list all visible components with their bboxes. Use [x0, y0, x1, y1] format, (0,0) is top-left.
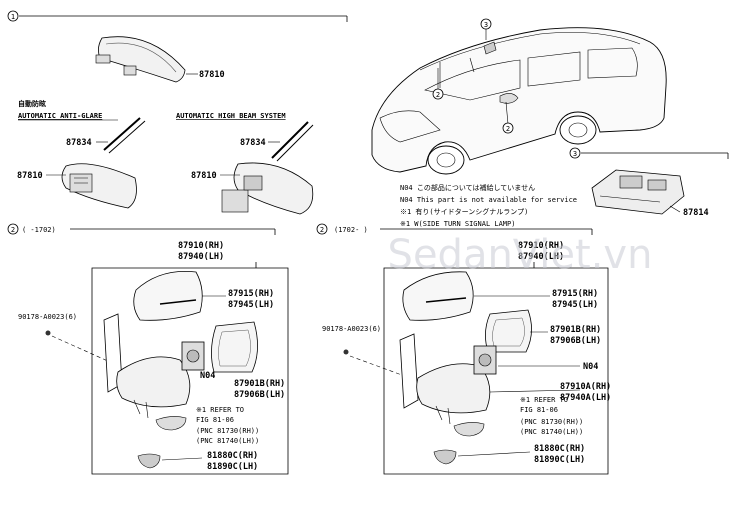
cover-lh: 87945(LH) — [228, 300, 274, 310]
n04-label: N04 — [200, 371, 215, 381]
callout-circle-3 — [480, 18, 492, 30]
assembly-box — [383, 262, 609, 475]
mirror-base-illustration — [399, 333, 419, 409]
mirror-plain-illustration — [95, 36, 186, 83]
assembly-rh: 87910(RH) — [178, 241, 224, 251]
callout-circle-2 — [502, 122, 514, 134]
screw-part: 90178-A0023(6) — [322, 325, 381, 333]
assembly-box — [91, 262, 289, 475]
pnc-rh: (PNC 81730(RH)) — [196, 427, 259, 435]
refer-fig: FIG 81-06 — [520, 406, 558, 414]
pnc-rh: (PNC 81730(RH)) — [520, 418, 583, 426]
mirror-glass-illustration — [485, 309, 532, 353]
callout-2: 2 — [506, 125, 510, 133]
refer-fig: FIG 81-06 — [196, 416, 234, 424]
callout-3: 3 — [484, 21, 488, 29]
watermark: SedanViet.vn — [388, 232, 653, 278]
wire-harness-a-illustration — [103, 117, 146, 154]
screw-icon — [45, 330, 51, 336]
callout-circle-1 — [7, 10, 19, 22]
section-3-sensor: 3 87814 — [569, 147, 729, 218]
mirror-cover-illustration — [133, 271, 203, 321]
note-x1-en: ※1 W(SIDE TURN SIGNAL LAMP) — [400, 220, 515, 228]
refer-note: ※1 REFER TO — [196, 406, 244, 414]
lamp-rh: 81880C(RH) — [534, 444, 585, 454]
section-1-interior-mirror: 1 87810 自動防眩 AUTOMATIC ANTI-GLARE 87834 … — [7, 10, 348, 215]
cover-rh: 87915(RH) — [228, 289, 274, 299]
lamp-rh: 81880C(RH) — [207, 451, 258, 461]
mirror-body-illustration — [116, 356, 191, 408]
mirror-high-beam-illustration — [221, 162, 314, 215]
part-number: 87834 — [66, 138, 92, 148]
glass-rh: 87901B(RH) — [234, 379, 285, 389]
callout-circle-2 — [316, 223, 328, 235]
glass-lh: 87906B(LH) — [234, 390, 285, 400]
sensor-housing-illustration — [591, 169, 685, 215]
assembly-lh: 87940(LH) — [518, 252, 564, 262]
notes-block: N04 この部品については補給していません N04 This part is n… — [400, 183, 577, 228]
screw-icon — [343, 349, 349, 355]
mirror-cover-illustration — [402, 271, 474, 321]
part-number: 87834 — [240, 138, 266, 148]
assembly-lh: 87940(LH) — [178, 252, 224, 262]
n04-label: N04 — [583, 362, 598, 372]
anti-glare-label-jp: 自動防眩 — [18, 99, 46, 108]
turn-signal-illustration — [453, 422, 485, 437]
callout-circle-2 — [432, 88, 444, 100]
date-range: (1702- ) — [334, 226, 368, 234]
turn-signal-illustration — [155, 416, 187, 431]
mirror-anti-glare-illustration — [61, 163, 137, 209]
section-2-outer-mirror-early: 2 ( -1702) 87910(RH) 87940(LH) 87915(RH)… — [7, 223, 289, 475]
note-n04-jp: N04 この部品については補給していません — [400, 183, 535, 192]
vehicle-illustration: 2 3 2 — [371, 18, 667, 175]
sub-assembly-lh: 87940A(LH) — [560, 393, 611, 403]
callout-circle-3 — [569, 147, 581, 159]
sub-assembly-rh: 87910A(RH) — [560, 382, 611, 392]
mirror-body-illustration — [416, 363, 491, 414]
lamp-illustration — [433, 449, 457, 465]
callout-circle-2 — [7, 223, 19, 235]
refer-note: ※1 REFER TO — [520, 396, 568, 404]
wire-harness-b-illustration — [271, 121, 314, 162]
callout-2: 2 — [11, 226, 15, 234]
mirror-glass-illustration — [211, 321, 258, 373]
callout-3: 3 — [573, 150, 577, 158]
callout-2: 2 — [320, 226, 324, 234]
high-beam-label: AUTOMATIC HIGH BEAM SYSTEM — [176, 112, 286, 120]
part-number: 87810 — [191, 171, 217, 181]
note-x1-jp: ※1 有り(サイドターンシグナルランプ) — [400, 207, 528, 216]
anti-glare-label: AUTOMATIC ANTI-GLARE — [18, 112, 102, 120]
glass-lh: 87906B(LH) — [550, 336, 601, 346]
pnc-lh: (PNC 81740(LH)) — [196, 437, 259, 445]
note-n04-en: N04 This part is not available for servi… — [400, 196, 577, 204]
date-range: ( -1702) — [22, 226, 56, 234]
assembly-rh: 87910(RH) — [518, 241, 564, 251]
part-number: 87810 — [17, 171, 43, 181]
lamp-lh: 81890C(LH) — [207, 462, 258, 472]
callout-1: 1 — [11, 13, 15, 21]
part-number: 87810 — [199, 70, 225, 80]
lamp-illustration — [137, 453, 161, 469]
cover-rh: 87915(RH) — [552, 289, 598, 299]
pnc-lh: (PNC 81740(LH)) — [520, 428, 583, 436]
glass-rh: 87901B(RH) — [550, 325, 601, 335]
lamp-lh: 81890C(LH) — [534, 455, 585, 465]
section-2-outer-mirror-late: 2 (1702- ) 87910(RH) 87940(LH) 87915(RH)… — [316, 223, 611, 475]
cover-lh: 87945(LH) — [552, 300, 598, 310]
screw-part: 90178-A0023(6) — [18, 313, 77, 321]
part-number: 87814 — [683, 208, 709, 218]
callout-2: 2 — [436, 91, 440, 99]
